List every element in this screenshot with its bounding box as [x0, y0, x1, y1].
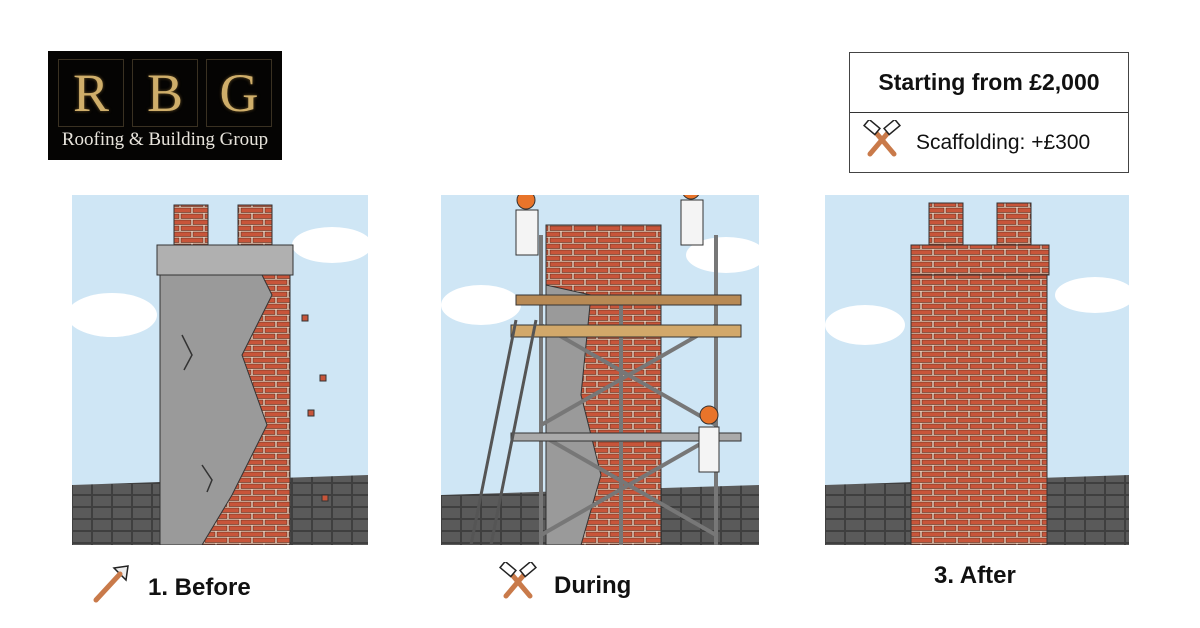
scaffolding-price: Scaffolding: +£300 — [916, 130, 1091, 154]
starting-price: Starting from £2,000 — [850, 53, 1128, 113]
crossed-hammers-icon — [862, 117, 902, 166]
company-logo: R B G Roofing & Building Group — [48, 51, 282, 160]
caption-text: During — [554, 571, 632, 599]
after-illustration — [825, 195, 1129, 545]
before-illustration — [72, 195, 368, 545]
caption-text: 1. Before — [148, 573, 251, 601]
logo-letter: G — [206, 59, 272, 127]
pricing-box: Starting from £2,000 Scaffolding: +£300 — [849, 52, 1129, 173]
logo-letter: R — [58, 59, 124, 127]
caption-during: During — [498, 560, 632, 609]
crossed-hammers-icon — [498, 560, 538, 609]
logo-letter: B — [132, 59, 198, 127]
caption-after: 3. After — [934, 562, 1016, 590]
trowel-icon — [88, 562, 132, 613]
caption-before: 1. Before — [88, 562, 251, 613]
during-illustration — [441, 195, 759, 545]
logo-subtitle: Roofing & Building Group — [61, 129, 269, 150]
caption-text: 3. After — [934, 562, 1016, 589]
